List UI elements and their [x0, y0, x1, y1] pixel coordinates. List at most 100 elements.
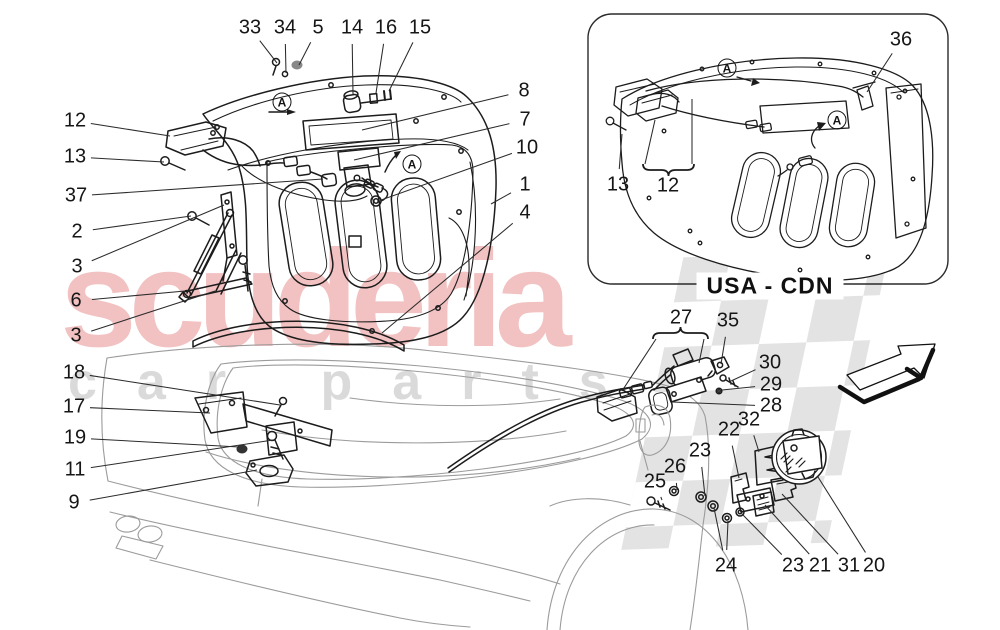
leader-line: [698, 338, 705, 364]
callout-label-9: 9: [68, 491, 80, 514]
leader-line: [259, 40, 278, 64]
callout-label-14: 14: [340, 16, 364, 39]
callout-label-21: 21: [808, 554, 832, 577]
trunk-lid-drawing: [160, 57, 497, 352]
callout-label-3: 3: [71, 255, 83, 278]
leader-line: [89, 374, 281, 406]
leader-line: [720, 336, 726, 365]
callout-label-32: 32: [737, 408, 761, 431]
callout-label-37: 37: [64, 184, 88, 207]
leader-line: [380, 152, 513, 201]
callout-label-15: 15: [408, 16, 432, 39]
leader-line: [353, 123, 510, 161]
car-rear-drawing: [101, 343, 749, 630]
callout-label-34: 34: [273, 16, 297, 39]
callout-label-29: 29: [759, 373, 783, 396]
group-bracket: [642, 163, 695, 177]
leader-line: [731, 445, 740, 479]
leader-line: [90, 157, 165, 163]
callout-label-18: 18: [62, 361, 86, 384]
leader-line: [764, 504, 810, 555]
circled-letter-marker: A: [827, 110, 847, 130]
leader-line: [91, 290, 216, 332]
leader-line: [618, 133, 623, 170]
callout-label-22: 22: [717, 418, 741, 441]
circled-letter-marker: A: [402, 154, 422, 174]
callout-label-20: 20: [862, 554, 886, 577]
leader-line: [671, 401, 756, 406]
leader-line: [91, 290, 186, 301]
leader-line: [375, 43, 385, 94]
callout-label-30: 30: [758, 351, 782, 374]
inset-region-label: USA - CDN: [696, 272, 844, 300]
watermark-brand-text: scuderia: [60, 222, 572, 376]
leader-line: [726, 520, 729, 551]
leader-line: [660, 496, 663, 501]
leader-line: [721, 386, 756, 391]
callout-label-11: 11: [64, 458, 86, 481]
callout-label-2: 2: [71, 220, 83, 243]
leader-line: [91, 204, 225, 262]
lock-support-bracket-drawing: [194, 391, 333, 487]
leader-line: [90, 438, 240, 448]
callout-label-4: 4: [519, 201, 531, 224]
callout-label-28: 28: [759, 394, 783, 417]
leader-line: [381, 222, 514, 334]
callout-label-3: 3: [70, 324, 82, 347]
callout-label-35: 35: [716, 309, 740, 332]
callout-label-19: 19: [63, 426, 87, 449]
callout-label-33: 33: [238, 16, 262, 39]
fastener-parts-drawing: [646, 428, 827, 524]
leader-line: [92, 215, 192, 231]
callout-label-27: 27: [669, 306, 693, 329]
leader-line: [351, 43, 354, 95]
callout-label-24: 24: [714, 554, 738, 577]
leader-line: [713, 507, 724, 551]
leader-line: [284, 43, 287, 74]
leader-line: [781, 493, 839, 555]
callout-label-5: 5: [312, 16, 324, 39]
leader-line: [89, 407, 211, 414]
leader-line: [701, 466, 706, 497]
direction-arrow: [837, 343, 936, 405]
callout-label-23: 23: [781, 554, 805, 577]
leader-line: [817, 476, 866, 553]
callout-label-8: 8: [518, 79, 530, 102]
leader-line: [753, 435, 760, 453]
leader-line: [675, 482, 678, 491]
callout-label-31: 31: [837, 554, 861, 577]
leader-line: [644, 119, 656, 165]
leader-line: [361, 94, 509, 131]
leader-line: [388, 42, 414, 92]
usa-cdn-inset-drawing: [587, 13, 949, 285]
callout-label-12: 12: [656, 174, 680, 197]
leader-line: [89, 469, 258, 501]
circled-letter-marker: A: [272, 92, 292, 112]
callout-label-13: 13: [606, 173, 630, 196]
circled-letter-marker: A: [717, 58, 737, 78]
callout-label-17: 17: [62, 395, 86, 418]
callout-label-36: 36: [889, 28, 913, 51]
callout-label-13: 13: [63, 145, 87, 168]
leader-line: [730, 369, 756, 382]
leader-line: [298, 41, 312, 66]
callout-label-1: 1: [519, 173, 531, 196]
watermark-subtitle-text: car parts: [68, 353, 648, 411]
callout-label-25: 25: [643, 470, 667, 493]
leader-line: [866, 53, 893, 93]
leader-line: [90, 439, 274, 469]
callout-label-26: 26: [663, 455, 687, 478]
callout-label-16: 16: [374, 16, 398, 39]
callout-label-7: 7: [519, 108, 531, 131]
leader-line: [490, 192, 512, 205]
callout-label-6: 6: [70, 289, 82, 312]
callout-label-10: 10: [515, 136, 539, 159]
leader-line: [90, 122, 171, 137]
callout-label-23: 23: [688, 439, 712, 462]
leader-line: [91, 178, 324, 196]
group-bracket: [652, 326, 709, 340]
